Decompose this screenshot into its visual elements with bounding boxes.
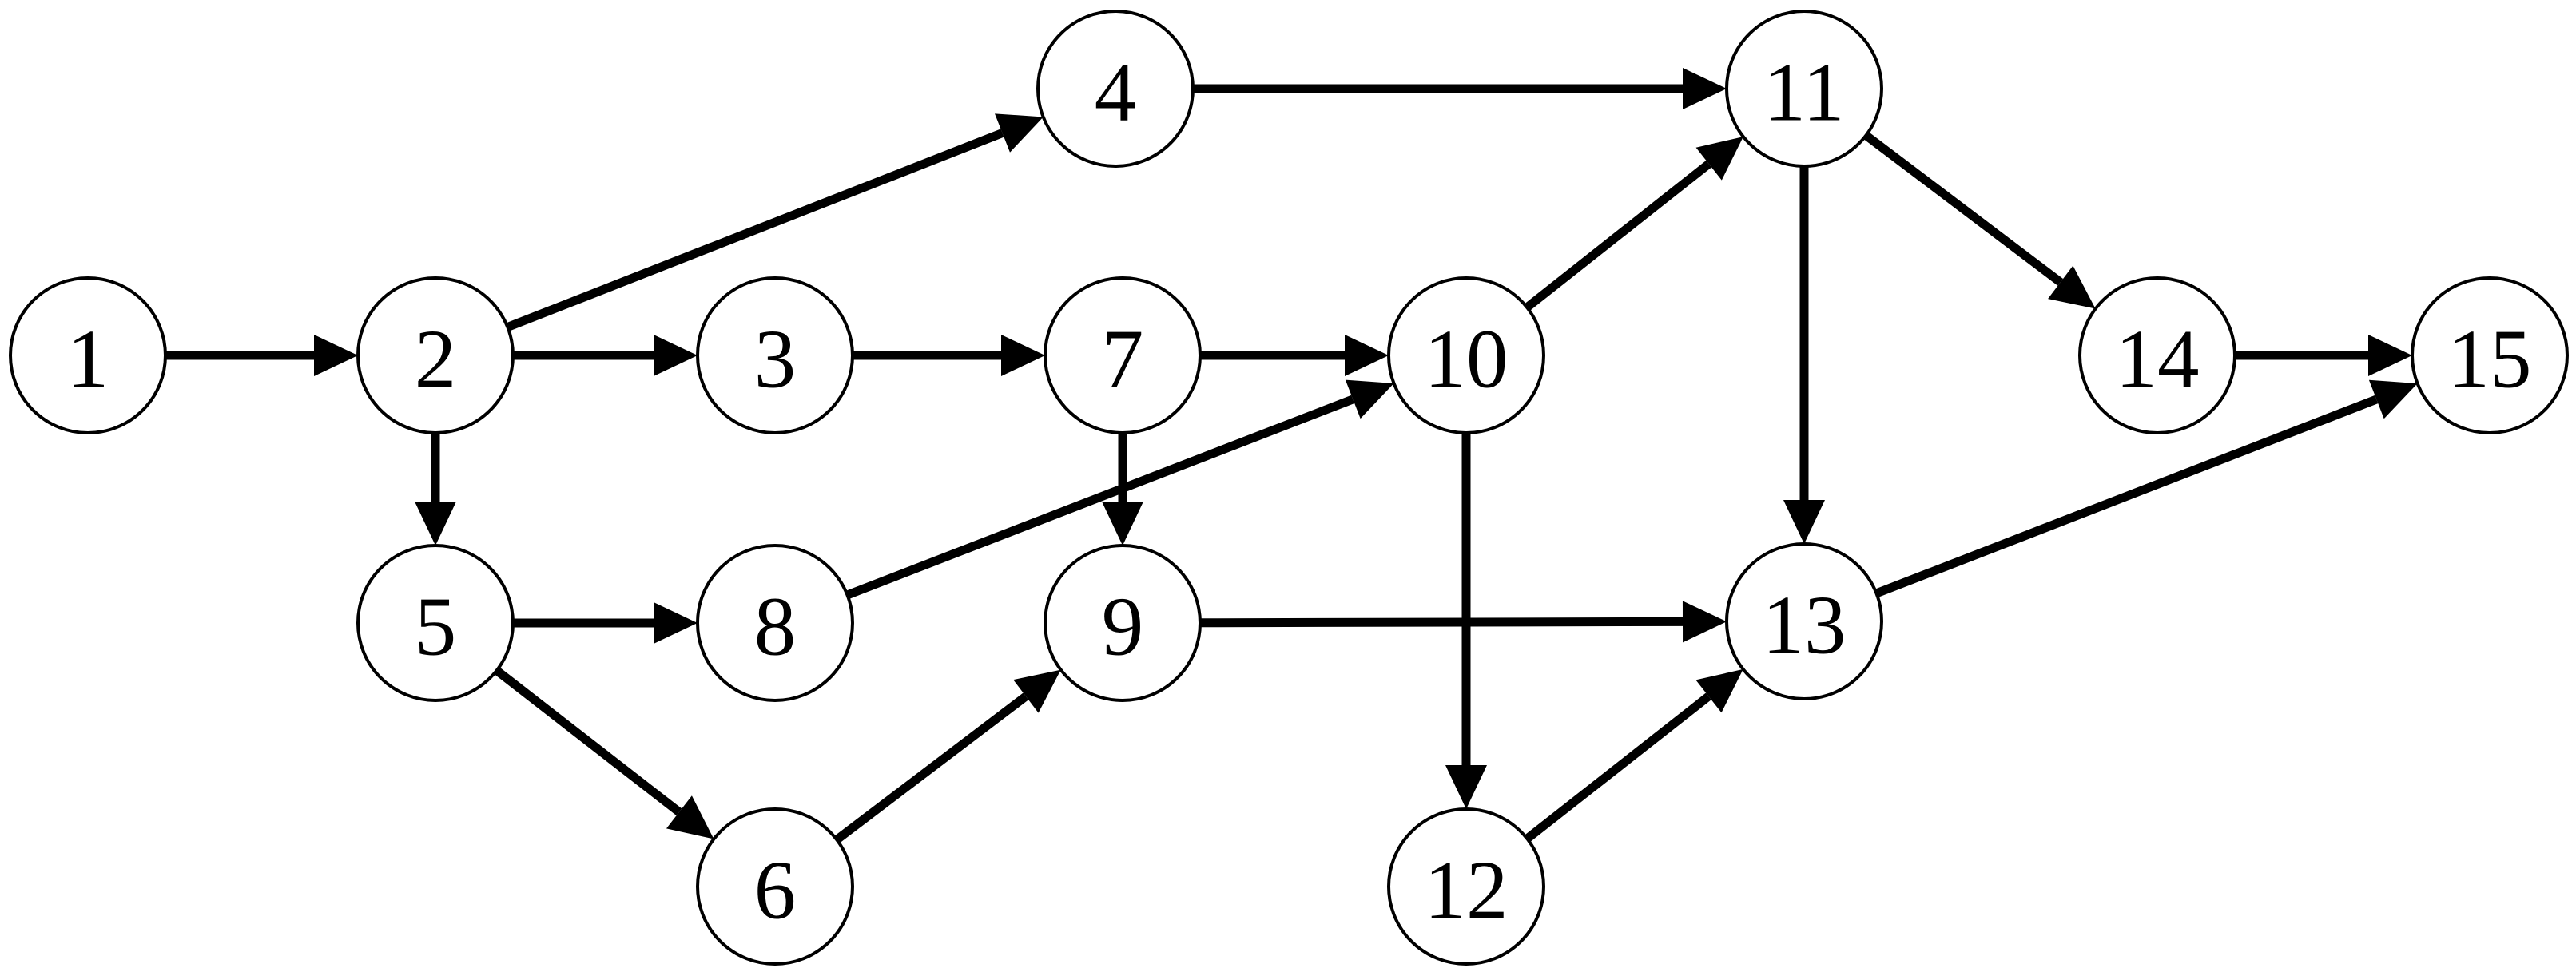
arrowhead-icon xyxy=(1695,668,1743,713)
node-label-9: 9 xyxy=(1102,580,1144,673)
node-circle-1[interactable] xyxy=(9,276,167,434)
node-label-15: 15 xyxy=(2448,312,2532,406)
node-label-11: 11 xyxy=(1763,46,1844,139)
node-label-1: 1 xyxy=(67,312,109,406)
edge-12-to-13 xyxy=(1524,668,1743,843)
arrowhead-icon xyxy=(1345,379,1394,419)
graph-node-12[interactable]: 12 xyxy=(1387,807,1545,966)
node-circle-7[interactable] xyxy=(1044,276,1202,434)
arrowhead-icon xyxy=(1001,335,1045,376)
graph-node-7[interactable]: 7 xyxy=(1044,276,1202,434)
arrowhead-icon xyxy=(2368,379,2418,419)
edge-10-to-11 xyxy=(1524,137,1743,311)
arrowhead-icon xyxy=(1013,669,1061,713)
edge-14-to-15 xyxy=(2235,335,2412,376)
edge-10-to-12 xyxy=(1445,433,1487,809)
edge-3-to-7 xyxy=(853,335,1045,376)
node-circle-12[interactable] xyxy=(1387,807,1545,966)
arrowhead-icon xyxy=(1445,765,1487,809)
edge-13-to-15 xyxy=(1874,379,2418,598)
arrowhead-icon xyxy=(415,502,456,546)
edge-5-to-6 xyxy=(494,667,714,839)
edge-5-to-8 xyxy=(513,602,698,644)
edge-2-to-5 xyxy=(415,433,456,546)
node-circle-8[interactable] xyxy=(696,544,854,702)
graph-node-8[interactable]: 8 xyxy=(696,544,854,702)
node-circle-2[interactable] xyxy=(356,276,515,434)
node-circle-4[interactable] xyxy=(1036,10,1195,168)
graph-node-5[interactable]: 5 xyxy=(356,544,515,702)
node-label-2: 2 xyxy=(415,312,457,406)
arrowhead-icon xyxy=(654,335,698,376)
node-label-10: 10 xyxy=(1425,312,1509,406)
graph-node-13[interactable]: 13 xyxy=(1725,542,1883,700)
node-label-8: 8 xyxy=(754,580,797,673)
arrowhead-icon xyxy=(2048,265,2096,309)
edge-2-to-4 xyxy=(506,113,1044,331)
node-label-12: 12 xyxy=(1425,843,1509,937)
arrowhead-icon xyxy=(1683,68,1727,109)
node-label-3: 3 xyxy=(754,312,797,406)
node-label-4: 4 xyxy=(1095,46,1137,139)
arrowhead-icon xyxy=(1682,601,1727,643)
arrowhead-icon xyxy=(2368,335,2412,376)
arrowhead-icon xyxy=(314,335,358,376)
arrowhead-icon xyxy=(1345,335,1389,376)
edge-9-to-13 xyxy=(1199,601,1727,643)
node-circle-11[interactable] xyxy=(1725,10,1883,168)
edge-7-to-10 xyxy=(1200,335,1389,376)
edge-8-to-10 xyxy=(845,379,1394,600)
arrowhead-icon xyxy=(1783,500,1825,544)
edge-11-to-14 xyxy=(1863,132,2096,309)
node-label-6: 6 xyxy=(754,843,797,937)
graph-node-3[interactable]: 3 xyxy=(696,276,854,434)
node-label-13: 13 xyxy=(1763,578,1847,672)
node-circle-10[interactable] xyxy=(1387,276,1545,434)
graph-node-2[interactable]: 2 xyxy=(356,276,515,434)
node-circle-3[interactable] xyxy=(696,276,854,434)
graph-node-10[interactable]: 10 xyxy=(1387,276,1545,434)
edges-layer xyxy=(165,68,2418,843)
arrowhead-icon xyxy=(995,113,1044,153)
graph-node-1[interactable]: 1 xyxy=(9,276,167,434)
edge-6-to-9 xyxy=(833,669,1061,843)
node-circle-9[interactable] xyxy=(1044,544,1202,702)
graph-node-14[interactable]: 14 xyxy=(2078,276,2236,434)
graph-node-6[interactable]: 6 xyxy=(696,807,854,966)
graph-node-15[interactable]: 15 xyxy=(2411,276,2569,434)
arrowhead-icon xyxy=(1695,137,1743,181)
node-circle-13[interactable] xyxy=(1725,542,1883,700)
node-label-7: 7 xyxy=(1102,312,1144,406)
edge-1-to-2 xyxy=(165,335,358,376)
arrowhead-icon xyxy=(1102,502,1143,546)
node-circle-15[interactable] xyxy=(2411,276,2569,434)
arrowhead-icon xyxy=(654,602,698,644)
node-label-5: 5 xyxy=(415,580,457,673)
node-label-14: 14 xyxy=(2116,312,2200,406)
edge-11-to-13 xyxy=(1783,166,1825,544)
node-circle-14[interactable] xyxy=(2078,276,2236,434)
node-circle-6[interactable] xyxy=(696,807,854,966)
graph-node-4[interactable]: 4 xyxy=(1036,10,1195,168)
node-circle-5[interactable] xyxy=(356,544,515,702)
graph-node-9[interactable]: 9 xyxy=(1044,544,1202,702)
edge-2-to-3 xyxy=(513,335,698,376)
graph-node-11[interactable]: 11 xyxy=(1725,10,1883,168)
edge-4-to-11 xyxy=(1193,68,1727,109)
arrowhead-icon xyxy=(666,795,714,839)
